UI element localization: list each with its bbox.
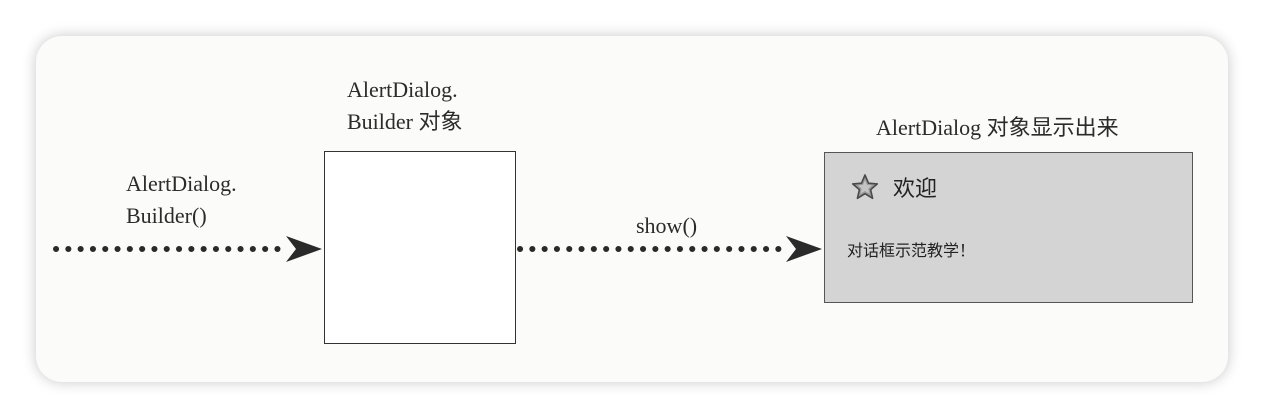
result-label: AlertDialog 对象显示出来: [876, 115, 1119, 140]
input-label-line1: AlertDialog.: [126, 171, 237, 196]
dialog-message: 对话框示范教学！: [847, 241, 976, 260]
arrow-to-dialog: [517, 236, 822, 262]
show-label: show(): [636, 213, 698, 238]
builder-label-line1: AlertDialog.: [347, 77, 458, 102]
star-icon: [851, 174, 879, 200]
input-label-line2: Builder(): [126, 203, 207, 228]
builder-label: AlertDialog. Builder 对象: [347, 74, 463, 138]
builder-label-line2: Builder 对象: [347, 109, 463, 134]
arrowhead: [286, 236, 322, 262]
input-label: AlertDialog. Builder(): [126, 168, 237, 232]
arrowhead: [786, 236, 822, 262]
builder-object-box: [324, 151, 516, 344]
dialog-title-row: 欢迎: [851, 171, 937, 203]
arrow-to-builder: [53, 236, 322, 262]
alert-dialog-preview: 欢迎 对话框示范教学！: [824, 152, 1193, 303]
dialog-title: 欢迎: [893, 177, 938, 202]
